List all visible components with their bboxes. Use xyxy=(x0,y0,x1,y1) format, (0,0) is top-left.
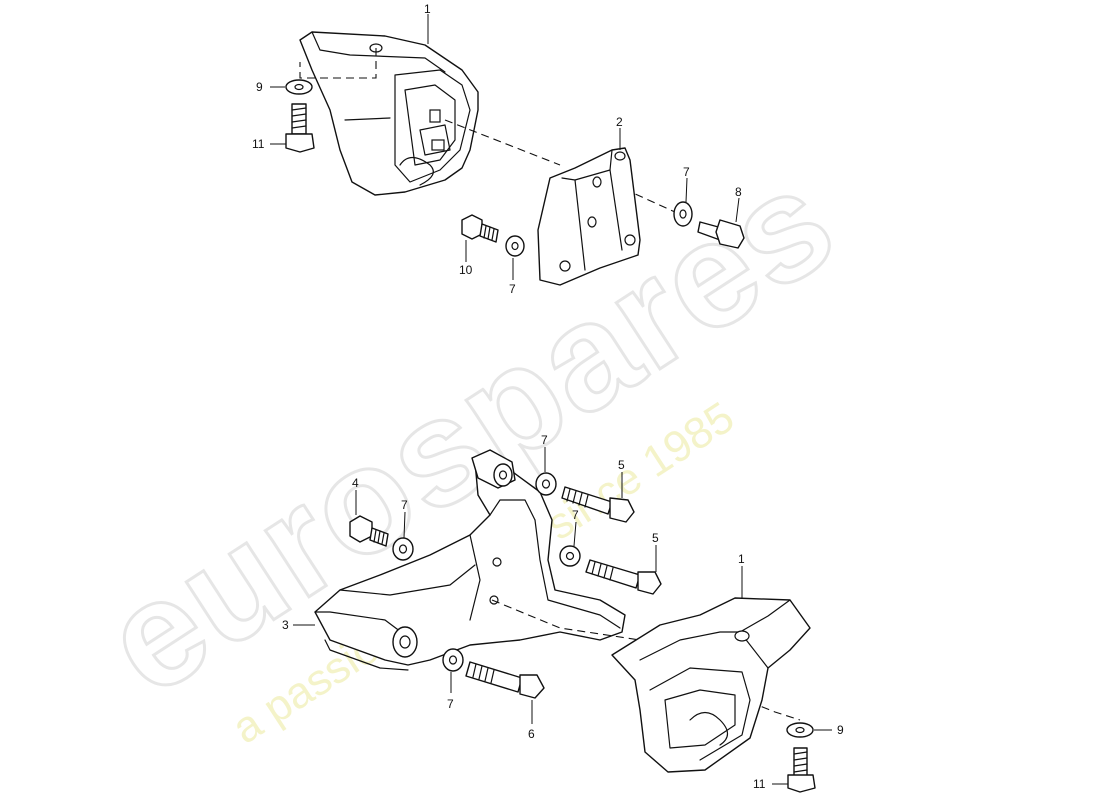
washer-7-bottom xyxy=(442,648,464,672)
callout-9-bottom: 9 xyxy=(814,723,844,737)
washer-7-top-left xyxy=(505,235,525,257)
bolt-4 xyxy=(349,515,389,547)
callout-label: 5 xyxy=(618,458,625,472)
callout-1-top: 1 xyxy=(424,2,431,44)
callout-label: 9 xyxy=(837,723,844,737)
callout-11-top: 11 xyxy=(252,137,286,151)
washer-7-mid-top xyxy=(535,472,557,496)
callout-7-top-right: 7 xyxy=(683,165,690,203)
bushing-upper xyxy=(471,449,516,489)
callout-9-top: 9 xyxy=(256,80,285,94)
callout-7-mid-right: 7 xyxy=(572,508,579,547)
bolt-6 xyxy=(465,661,545,699)
callout-label: 10 xyxy=(459,263,473,277)
callout-5-lower: 5 xyxy=(652,531,659,572)
callout-label: 2 xyxy=(616,115,623,129)
washer-9-bottom xyxy=(786,722,814,738)
callout-label: 9 xyxy=(256,80,263,94)
bolt-8 xyxy=(697,219,745,249)
callout-3: 3 xyxy=(282,618,315,632)
callout-10: 10 xyxy=(459,240,473,277)
washer-7-mid-right xyxy=(559,545,581,567)
callout-7-bottom: 7 xyxy=(447,672,454,711)
callout-label: 7 xyxy=(509,282,516,296)
bolt-5-lower xyxy=(585,559,662,595)
washer-9-top xyxy=(285,79,313,95)
callout-7-mid-top: 7 xyxy=(541,433,548,472)
bracket-2 xyxy=(537,147,641,286)
callout-2: 2 xyxy=(616,115,623,150)
callout-label: 5 xyxy=(652,531,659,545)
callout-label: 7 xyxy=(541,433,548,447)
callout-label: 3 xyxy=(282,618,289,632)
callout-5-upper: 5 xyxy=(618,458,625,498)
callout-6: 6 xyxy=(528,700,535,741)
engine-mount-bottom xyxy=(611,597,811,773)
bolt-11-top xyxy=(285,103,315,153)
callout-label: 1 xyxy=(738,552,745,566)
callout-7-mid-left: 7 xyxy=(401,498,408,539)
callout-label: 11 xyxy=(753,777,766,791)
bolt-10 xyxy=(461,214,499,243)
callout-label: 1 xyxy=(424,2,431,16)
washer-7-mid-left xyxy=(392,537,414,561)
engine-mount-top xyxy=(299,31,479,196)
callout-label: 8 xyxy=(735,185,742,199)
callout-label: 7 xyxy=(447,697,454,711)
callout-4: 4 xyxy=(352,476,359,515)
bushing-lower xyxy=(392,626,418,658)
callout-label: 6 xyxy=(528,727,535,741)
bracket-3 xyxy=(314,454,626,671)
callout-7-top-left: 7 xyxy=(509,258,516,296)
callout-1-bottom: 1 xyxy=(738,552,745,598)
callout-label: 7 xyxy=(572,508,579,522)
callout-label: 7 xyxy=(683,165,690,179)
callout-label: 11 xyxy=(252,137,265,151)
bolt-5-upper xyxy=(561,486,635,523)
callout-11-bottom: 11 xyxy=(753,777,788,791)
callout-8: 8 xyxy=(735,185,742,223)
bolt-11-bottom xyxy=(787,747,816,793)
callout-label: 7 xyxy=(401,498,408,512)
callout-label: 4 xyxy=(352,476,359,490)
washer-7-top-right xyxy=(673,201,693,227)
